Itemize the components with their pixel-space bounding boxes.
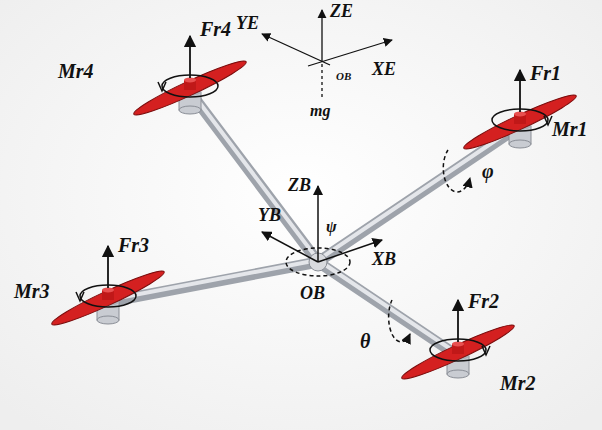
axis-label: ZB <box>288 176 311 196</box>
angle-label: θ <box>360 330 370 352</box>
gravity-label: mg <box>310 102 330 120</box>
force-label: Fr2 <box>468 290 499 312</box>
moment-label: Mr1 <box>552 118 588 140</box>
moment-label: Mr2 <box>500 372 536 394</box>
axis-label: XE <box>372 60 396 80</box>
force-label: Fr1 <box>530 62 561 84</box>
angle-label: ψ <box>326 218 337 236</box>
axis-label: YB <box>258 206 281 226</box>
moment-label: Mr3 <box>14 280 50 302</box>
origin-label: OB <box>336 70 351 82</box>
force-label: Fr4 <box>200 18 231 40</box>
angle-label: φ <box>482 160 494 182</box>
origin-label: OB <box>300 284 325 304</box>
force-label: Fr3 <box>118 234 149 256</box>
moment-label: Mr4 <box>58 60 94 82</box>
axis-label: YE <box>236 14 259 34</box>
axis-label: XB <box>372 250 396 270</box>
axis-label: ZE <box>330 2 353 22</box>
